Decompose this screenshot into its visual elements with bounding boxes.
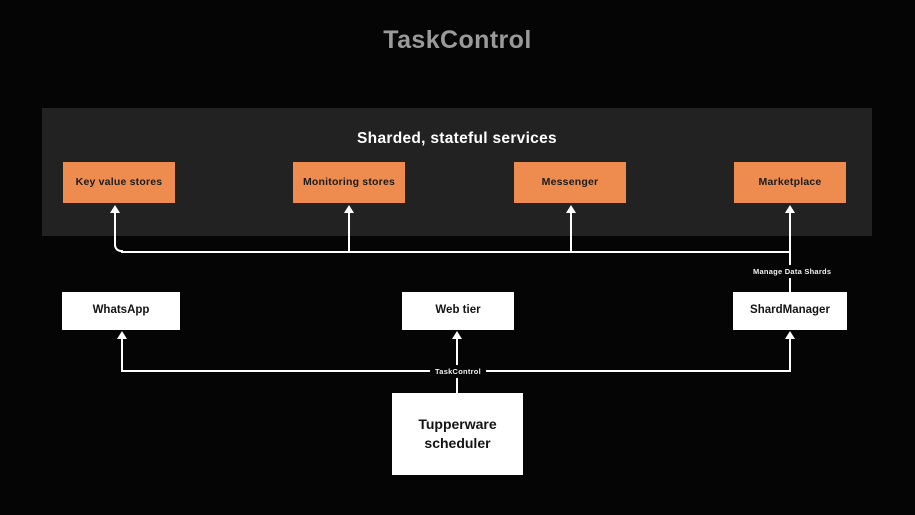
node-box-shardmanager[interactable]: ShardManager <box>733 292 847 330</box>
arrowhead-messenger <box>566 205 576 213</box>
service-box-key-value-stores[interactable]: Key value stores <box>63 162 175 203</box>
edge-label-manage-data-shards: Manage Data Shards <box>748 265 837 278</box>
sharded-services-panel: Sharded, stateful services <box>42 108 872 236</box>
tupperware-scheduler-line1: Tupperware <box>418 416 497 433</box>
arrowhead-monitoring-stores <box>344 205 354 213</box>
arrowhead-web-tier <box>452 331 462 339</box>
edge-label-task-control: TaskControl <box>430 365 486 378</box>
arrowhead-key-value-stores <box>110 205 120 213</box>
connector-riser-whatsapp <box>121 338 123 371</box>
connector-riser-monitoring-stores <box>348 212 350 252</box>
page-title: TaskControl <box>383 26 532 54</box>
connector-upper-bus <box>121 251 791 253</box>
arrowhead-marketplace <box>785 205 795 213</box>
connector-riser-marketplace-shardmanager <box>789 212 791 293</box>
panel-heading: Sharded, stateful services <box>357 130 557 147</box>
connector-riser-key-value-stores <box>114 212 116 246</box>
tupperware-scheduler-line2: scheduler <box>424 435 491 451</box>
service-box-marketplace[interactable]: Marketplace <box>734 162 846 203</box>
arrowhead-shardmanager <box>785 331 795 339</box>
node-box-whatsapp[interactable]: WhatsApp <box>62 292 180 330</box>
connector-riser-messenger <box>570 212 572 252</box>
node-box-tupperware-scheduler[interactable]: Tupperware scheduler <box>392 393 523 475</box>
tupperware-scheduler-label: Tupperware scheduler <box>418 415 496 453</box>
service-box-monitoring-stores[interactable]: Monitoring stores <box>293 162 405 203</box>
connector-riser-shardmanager <box>789 338 791 371</box>
arrowhead-whatsapp <box>117 331 127 339</box>
node-box-web-tier[interactable]: Web tier <box>402 292 514 330</box>
connector-upper-left-corner <box>114 243 123 252</box>
service-box-messenger[interactable]: Messenger <box>514 162 626 203</box>
